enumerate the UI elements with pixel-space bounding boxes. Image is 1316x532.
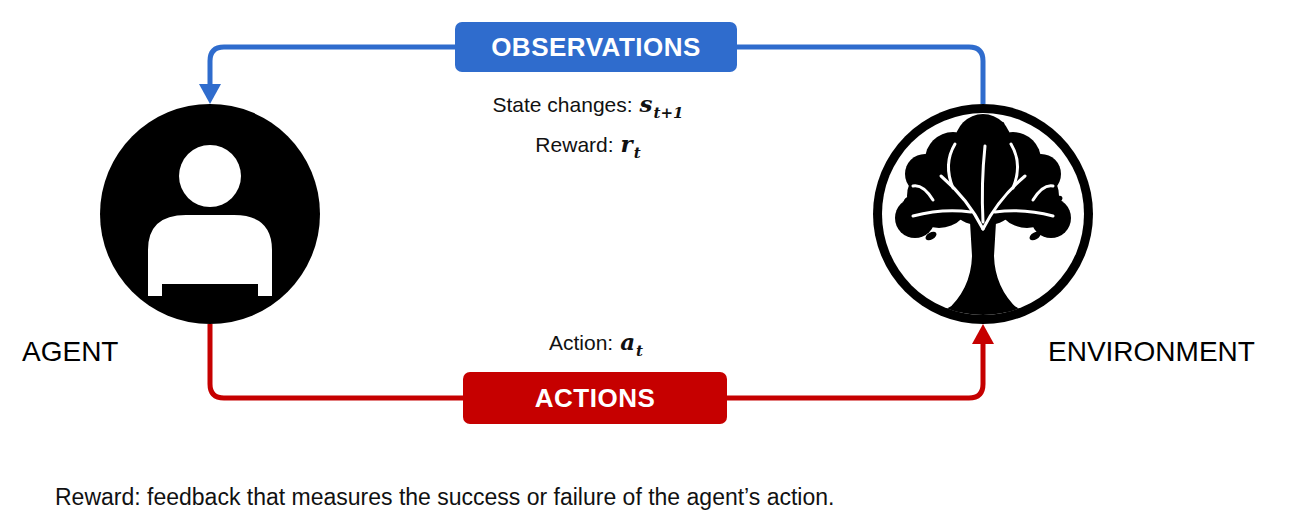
person-body	[148, 215, 272, 296]
caption: Reward: feedback that measures the succe…	[55, 484, 834, 511]
arrow-head	[199, 84, 221, 104]
person-head	[179, 145, 241, 207]
connector	[737, 47, 983, 104]
connector	[727, 342, 983, 398]
box-label: ACTIONS	[535, 383, 656, 414]
annotation-text: Reward:	[535, 133, 613, 157]
annotation-text: State changes:	[493, 93, 633, 117]
node-heading: ENVIRONMENT	[1048, 336, 1255, 368]
arrow-head	[972, 324, 994, 344]
annotation: Action:at	[549, 328, 643, 355]
annotation: State changes:st+1	[493, 90, 684, 117]
math-symbol: t	[636, 342, 643, 360]
math-symbol: s	[640, 90, 653, 117]
connector	[210, 47, 455, 86]
annotation-text: Action:	[549, 331, 613, 355]
actions-box: ACTIONS	[463, 372, 727, 424]
box-label: OBSERVATIONS	[491, 32, 701, 63]
node-heading: AGENT	[22, 336, 118, 368]
annotation: Reward:rt	[535, 130, 640, 157]
math-symbol: t+1	[654, 104, 684, 122]
agent-icon	[100, 104, 320, 324]
math-symbol: t	[634, 144, 641, 162]
tree	[895, 114, 1071, 316]
math-symbol: r	[621, 130, 633, 157]
environment-circle: ENVIRONMENT	[873, 104, 1093, 324]
connector	[210, 324, 463, 398]
observations-box: OBSERVATIONS	[455, 22, 737, 72]
circle-ground	[882, 113, 1084, 315]
tree-icon	[873, 104, 1093, 324]
agent-circle: AGENT	[100, 104, 320, 324]
circle-outline	[873, 104, 1093, 324]
math-symbol: a	[620, 328, 635, 355]
circle-outline	[100, 104, 320, 324]
